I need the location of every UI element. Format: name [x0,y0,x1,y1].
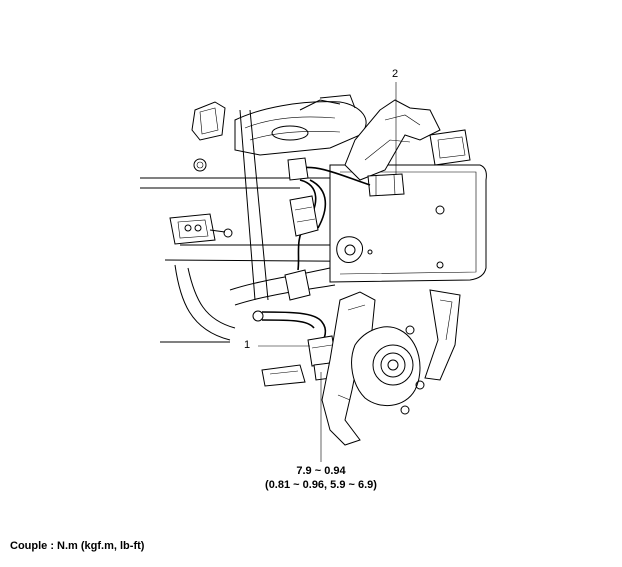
upper-bracket [344,99,471,197]
lower-arm [229,109,364,306]
callout-label-2: 2 [392,68,399,80]
leader-lines [258,82,397,462]
torque-conversion: (0.81 ~ 0.96, 5.9 ~ 6.9) [265,479,377,491]
steering-knuckle [261,289,461,446]
upper-harness [287,157,371,271]
strut-mount [191,94,367,172]
torque-unit-note: Couple : N.m (kgf.m, lb-ft) [10,540,145,552]
subframe [140,164,487,343]
left-connector [169,213,233,245]
torque-spec: 7.9 ~ 0.94 (0.81 ~ 0.96, 5.9 ~ 6.9) [236,464,406,492]
torque-value: 7.9 ~ 0.94 [296,465,346,477]
callout-label-1: 1 [244,339,251,351]
